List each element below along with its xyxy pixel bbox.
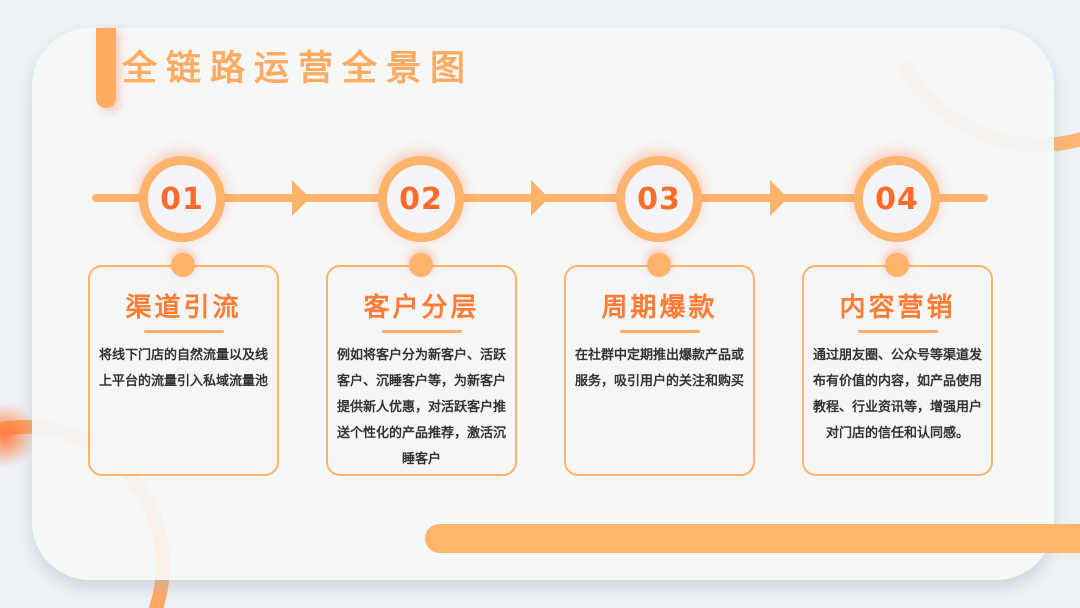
arrow-right-icon — [292, 180, 310, 216]
title-underline — [143, 330, 224, 333]
step-title: 内容营销 — [839, 293, 956, 323]
step-title: 周期爆款 — [601, 293, 718, 323]
step-description: 例如将客户分为新客户、活跃客户、沉睡客户等，为新客户提供新人优惠，对活跃客户推送… — [336, 348, 506, 467]
step-number-badge: 02 — [378, 156, 464, 242]
decorative-bottom-bar — [425, 524, 1080, 553]
step-card-2: 客户分层 例如将客户分为新客户、活跃客户、沉睡客户等，为新客户提供新人优惠，对活… — [326, 265, 517, 476]
step-number-badge: 03 — [616, 156, 702, 242]
connector-dot — [647, 253, 671, 277]
title-underline — [857, 330, 938, 333]
title-accent-bar — [96, 28, 116, 108]
step-card-1: 渠道引流 将线下门店的自然流量以及线上平台的流量引入私域流量池 — [88, 265, 279, 476]
title-underline — [381, 330, 462, 333]
connector-dot — [409, 253, 433, 277]
step-description: 在社群中定期推出爆款产品或服务，吸引用户的关注和购买 — [574, 348, 744, 389]
step-title: 客户分层 — [363, 293, 480, 323]
arrow-right-icon — [770, 180, 788, 216]
title-underline — [619, 330, 700, 333]
step-number-badge: 04 — [854, 156, 940, 242]
step-number-badge: 01 — [139, 156, 225, 242]
step-title: 渠道引流 — [125, 293, 242, 323]
arrow-right-icon — [531, 180, 549, 216]
step-description: 将线下门店的自然流量以及线上平台的流量引入私域流量池 — [98, 348, 268, 389]
step-card-4: 内容营销 通过朋友圈、公众号等渠道发布有价值的内容，如产品使用教程、行业资讯等，… — [802, 265, 993, 476]
page-title: 全链路运营全景图 — [122, 49, 475, 89]
step-description: 通过朋友圈、公众号等渠道发布有价值的内容，如产品使用教程、行业资讯等，增强用户对… — [812, 348, 982, 441]
step-card-3: 周期爆款 在社群中定期推出爆款产品或服务，吸引用户的关注和购买 — [564, 265, 755, 476]
connector-dot — [885, 253, 909, 277]
connector-dot — [171, 253, 195, 277]
